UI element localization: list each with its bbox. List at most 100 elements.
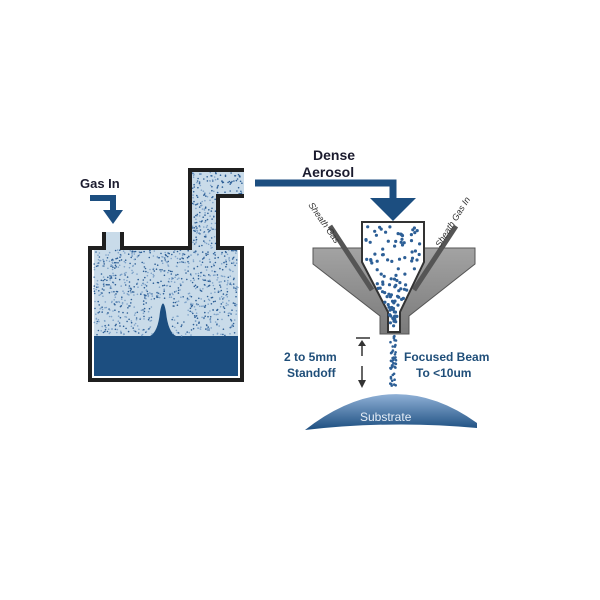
aerosol-particle <box>193 227 196 229</box>
aerosol-particle <box>130 291 132 294</box>
aerosol-particle <box>195 324 198 326</box>
aerosol-particle <box>170 296 173 299</box>
aerosol-particle <box>93 321 96 324</box>
aerosol-particle <box>393 310 398 314</box>
aerosol-particle <box>213 288 216 290</box>
aerosol-particle <box>200 305 203 308</box>
aerosol-particle <box>222 293 225 295</box>
aerosol-particle <box>374 233 378 237</box>
aerosol-particle <box>114 296 117 299</box>
aerosol-particle <box>399 287 403 291</box>
aerosol-particle <box>103 265 105 267</box>
aerosol-particle <box>191 311 193 313</box>
aerosol-particle <box>171 270 173 273</box>
aerosol-particle <box>124 261 127 264</box>
aerosol-particle <box>141 261 143 264</box>
aerosol-particle <box>118 264 121 267</box>
aerosol-particle <box>153 250 156 252</box>
aerosol-particle <box>143 266 146 268</box>
aerosol-particle <box>222 181 225 184</box>
aerosol-particle <box>192 176 195 179</box>
aerosol-particle <box>115 301 117 303</box>
aerosol-particle <box>192 312 194 315</box>
aerosol-particle <box>101 308 104 311</box>
aerosol-particle <box>168 252 170 255</box>
aerosol-particle <box>373 229 377 233</box>
aerosol-particle <box>207 312 210 314</box>
aerosol-particle <box>389 366 392 370</box>
aerosol-particle <box>196 317 199 320</box>
aerosol-particle <box>202 305 204 307</box>
aerosol-particle <box>191 225 194 228</box>
aerosol-particle <box>224 175 227 178</box>
aerosol-particle <box>205 328 207 330</box>
aerosol-particle <box>213 190 215 193</box>
aerosol-particle <box>143 318 145 320</box>
aerosol-particle <box>136 256 139 258</box>
aerosol-particle <box>125 316 128 318</box>
aerosol-particle <box>220 333 222 336</box>
aerosol-particle <box>210 210 213 212</box>
aerosol-particle <box>393 378 396 382</box>
aerosol-particle <box>116 331 118 334</box>
aerosol-particle <box>140 309 143 312</box>
aerosol-particle <box>129 290 132 292</box>
aerosol-particle <box>233 319 236 321</box>
aerosol-particle <box>148 317 150 319</box>
aerosol-particle <box>187 270 189 272</box>
aerosol-particle <box>210 265 213 268</box>
aerosol-particle <box>383 300 387 304</box>
aerosol-particle <box>179 261 181 264</box>
aerosol-particle <box>213 216 215 218</box>
aerosol-particle <box>138 254 141 256</box>
aerosol-particle <box>237 186 240 189</box>
aerosol-particle <box>214 210 217 212</box>
aerosol-particle <box>190 274 192 277</box>
aerosol-particle <box>188 262 190 265</box>
aerosol-particle <box>117 315 120 318</box>
aerosol-particle <box>390 350 394 354</box>
aerosol-particle <box>227 279 229 282</box>
aerosol-particle <box>219 305 222 308</box>
aerosol-particle <box>208 329 210 331</box>
aerosol-particle <box>220 253 223 255</box>
aerosol-particle <box>128 287 130 289</box>
aerosol-particle <box>123 272 126 275</box>
aerosol-particle <box>143 310 146 313</box>
aerosol-particle <box>230 283 233 286</box>
aerosol-particle <box>210 292 212 295</box>
aerosol-particle <box>182 261 184 264</box>
aerosol-particle <box>388 225 392 229</box>
aerosol-particle <box>164 251 166 254</box>
aerosol-particle <box>100 330 102 332</box>
aerosol-particle <box>387 283 392 287</box>
aerosol-particle <box>213 270 216 273</box>
aerosol-particle <box>182 281 184 283</box>
aerosol-particle <box>388 321 392 325</box>
aerosol-particle <box>95 288 97 291</box>
aerosol-particle <box>204 221 206 224</box>
aerosol-particle <box>120 298 123 300</box>
aerosol-particle <box>206 280 209 282</box>
aerosol-particle <box>158 256 160 259</box>
aerosol-particle <box>233 180 235 182</box>
aerosol-particle <box>403 272 407 276</box>
aerosol-particle <box>163 274 166 277</box>
aerosol-particle <box>229 190 231 192</box>
aerosol-particle <box>214 178 217 181</box>
aerosol-particle <box>102 276 105 278</box>
aerosol-particle <box>130 298 133 301</box>
aerosol-particle <box>415 258 419 262</box>
aerosol-particle <box>237 286 239 289</box>
aerosol-particle <box>101 325 103 328</box>
aerosol-particle <box>131 249 134 252</box>
aerosol-particle <box>399 240 403 244</box>
aerosol-particle <box>393 353 397 356</box>
aerosol-particle <box>394 273 398 277</box>
aerosol-particle <box>121 296 123 299</box>
aerosol-particle <box>204 306 206 308</box>
aerosol-particle <box>107 312 109 314</box>
aerosol-particle <box>127 253 130 255</box>
aerosol-particle <box>184 261 186 264</box>
aerosol-particle <box>210 222 213 225</box>
